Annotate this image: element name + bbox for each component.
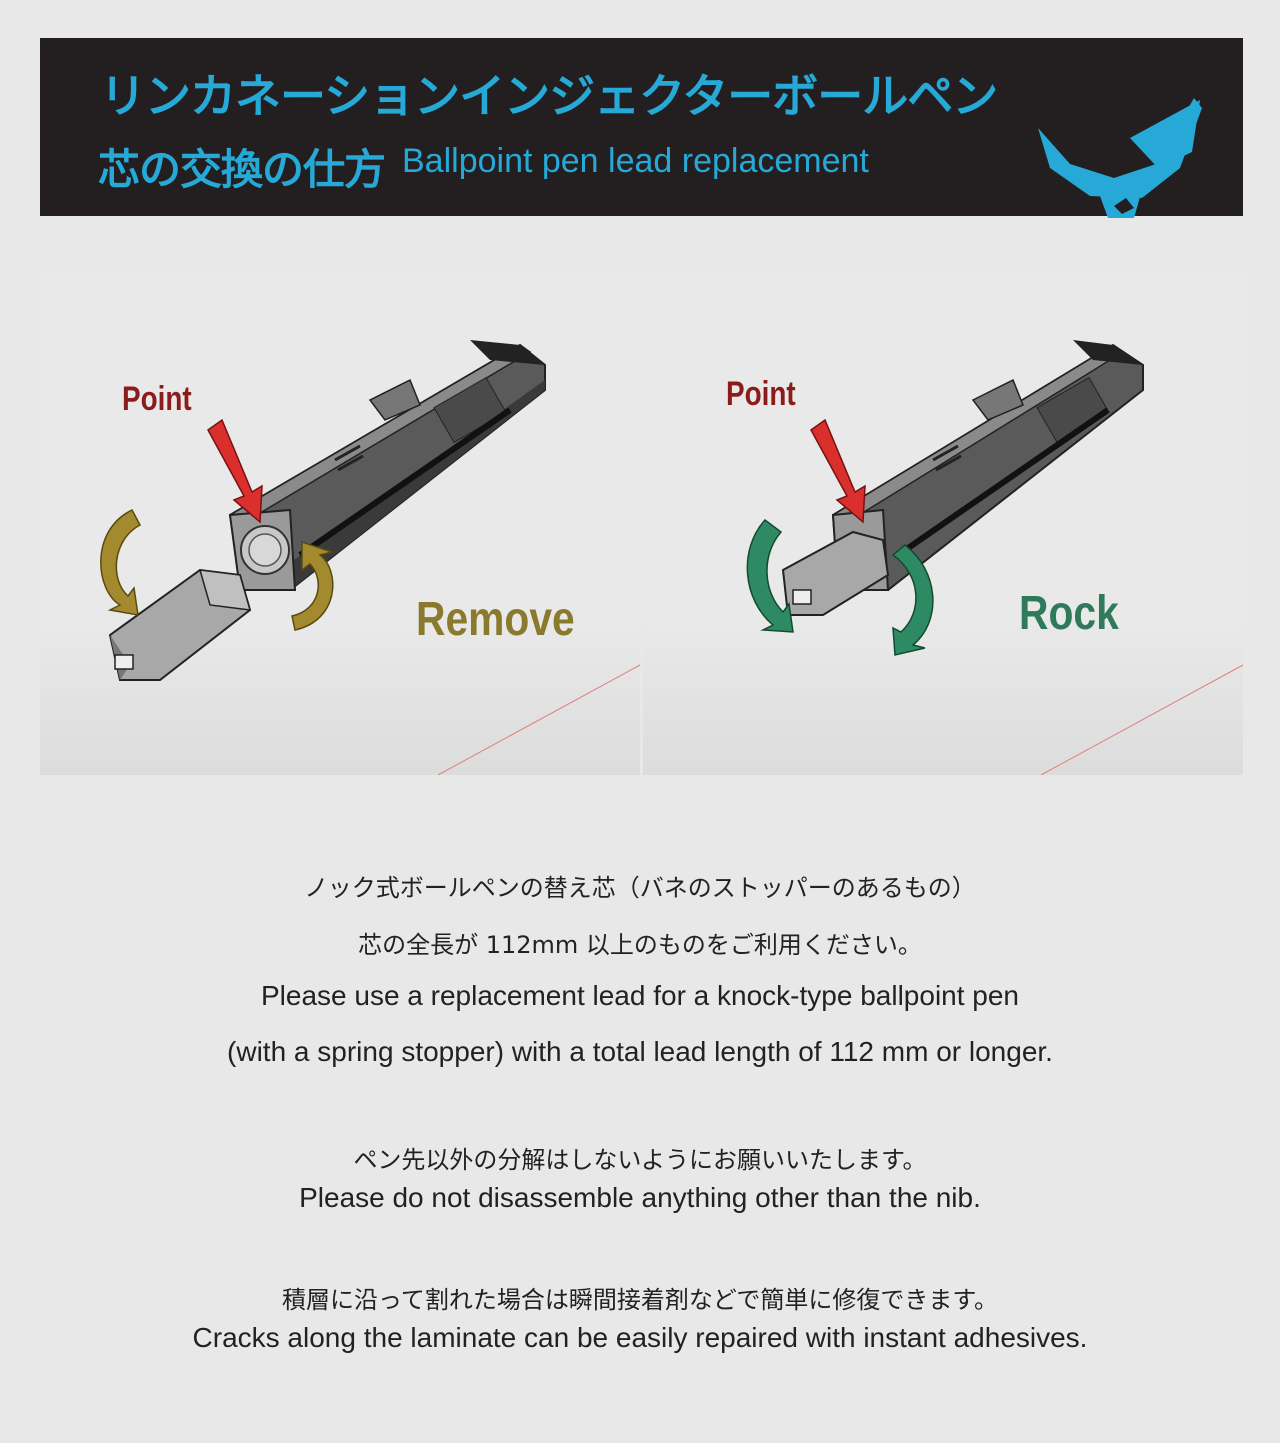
header-banner: リンカネーションインジェクターボールペン 芯の交換の仕方 Ballpoint p… <box>40 38 1243 218</box>
title-jp: リンカネーションインジェクターボールペン <box>100 69 998 123</box>
note-jp-1: ペン先以外の分解はしないようにお願いいたします。 <box>353 1146 927 1174</box>
subtitle-jp: 芯の交換の仕方 <box>98 145 386 194</box>
subtitle-en: Ballpoint pen lead replacement <box>402 142 869 180</box>
instruction-line-jp-2: 芯の全長が 112mm 以上のものをご利用ください。 <box>358 931 922 959</box>
pen-remove-illustration <box>100 340 640 775</box>
repair-note: 積層に沿って割れた場合は瞬間接着剤などで簡単に修復できます。 <box>0 1280 1280 1315</box>
shield-chevron-logo-icon <box>1038 98 1202 218</box>
rock-panel: Point Rock <box>643 270 1243 775</box>
remove-panel: Point Remove <box>40 270 640 775</box>
rock-label: Rock <box>1019 587 1119 640</box>
instruction-line-en-2: (with a spring stopper) with a total lea… <box>227 1036 1053 1067</box>
note-en-1: Please do not disassemble anything other… <box>299 1182 981 1213</box>
instruction-line-en-1: Please use a replacement lead for a knoc… <box>260 980 1020 1011</box>
note-en-2: Cracks along the laminate can be easily … <box>192 1322 1088 1353</box>
disassembly-note: ペン先以外の分解はしないようにお願いいたします。 <box>0 1140 1280 1175</box>
remove-label: Remove <box>416 593 575 646</box>
pen-lock-illustration <box>746 340 1243 775</box>
lead-instructions: ノック式ボールペンの替え芯（バネのストッパーのあるもの） <box>0 868 1280 903</box>
point-label: Point <box>726 375 796 413</box>
instruction-line-jp-1: ノック式ボールペンの替え芯（バネのストッパーのあるもの） <box>304 874 976 902</box>
note-jp-2: 積層に沿って割れた場合は瞬間接着剤などで簡単に修復できます。 <box>282 1286 998 1314</box>
point-label: Point <box>122 380 192 418</box>
